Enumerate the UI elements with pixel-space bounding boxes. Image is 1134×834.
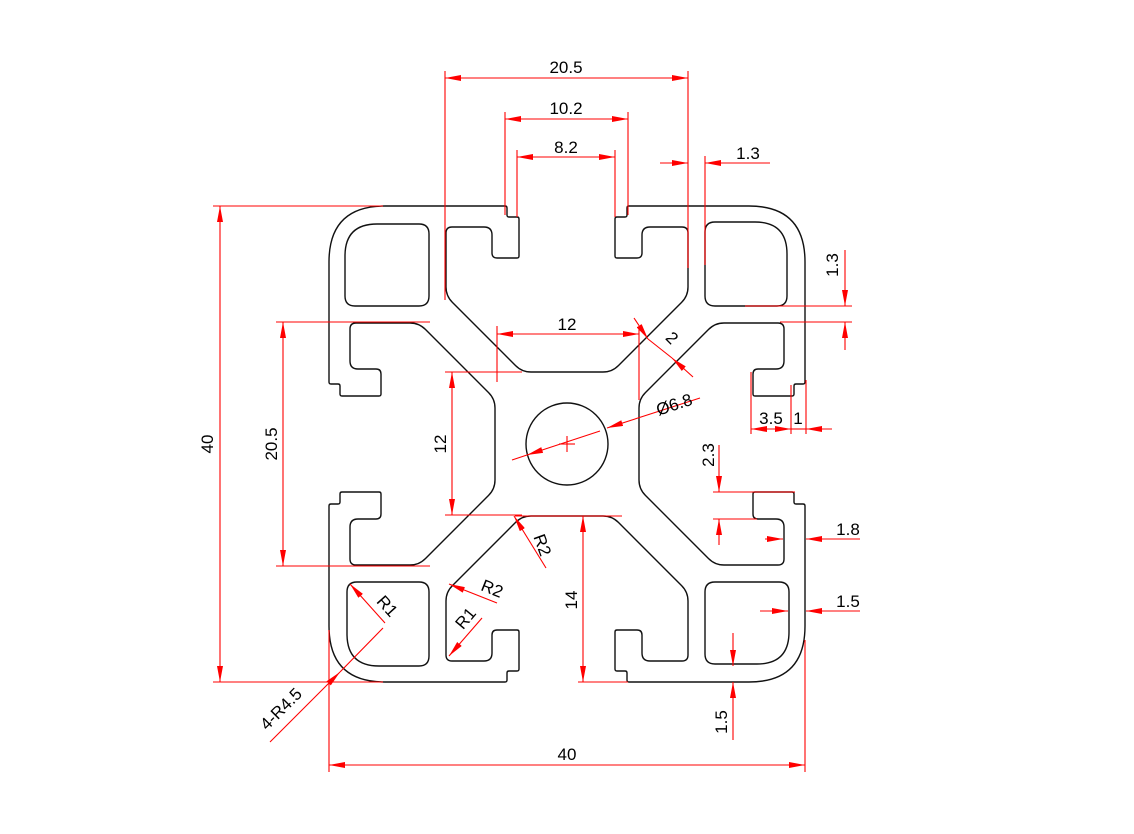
dim-left-20-5: 20.5 [262, 427, 281, 460]
dim-right-1: 1 [793, 409, 802, 428]
extension-line [647, 338, 673, 359]
dim-right-1-8: 1.8 [836, 520, 860, 539]
corner-pocket [344, 223, 430, 307]
dim-top-1-3: 1.3 [736, 144, 760, 163]
dimension-line [526, 430, 601, 456]
dim-center-12-horizontal: 12 [558, 315, 577, 334]
dim-top-20-5: 20.5 [549, 58, 582, 77]
dim-radius-r2-lower: R2 [478, 576, 505, 602]
dimension-line [448, 583, 498, 604]
dim-radius-r2-upper: R2 [530, 532, 555, 559]
dim-left-40: 40 [198, 435, 217, 454]
dimension-lines [213, 71, 860, 772]
dim-bottom-1-5: 1.5 [712, 710, 731, 734]
dim-right-1-3: 1.3 [823, 253, 842, 277]
dim-right-2-3: 2.3 [699, 443, 718, 467]
dim-corner-radius: 4-R4.5 [256, 684, 306, 734]
dim-center-12-vertical: 12 [431, 435, 450, 454]
corner-pocket [346, 581, 430, 667]
corner-pocket [704, 221, 788, 307]
dimension-line [606, 397, 701, 429]
dim-web-2: 2 [662, 328, 682, 348]
dim-bottom-40: 40 [558, 745, 577, 764]
dim-right-3-5: 3.5 [759, 409, 783, 428]
corner-pocket [704, 581, 790, 665]
center-hole [525, 402, 609, 486]
dim-depth-14: 14 [562, 591, 581, 610]
dimension-line [513, 515, 547, 569]
dim-top-8-2: 8.2 [554, 138, 578, 157]
extension-line [339, 627, 384, 673]
dim-right-1-5: 1.5 [836, 592, 860, 611]
dimension-line [633, 317, 649, 340]
dim-top-10-2: 10.2 [549, 99, 582, 118]
dimension-line [349, 583, 386, 624]
dimension-line [269, 671, 341, 743]
dim-hole-diameter: Ø6.8 [654, 390, 695, 419]
dim-radius-r1-pocket: R1 [373, 592, 402, 621]
dimension-line [671, 357, 694, 378]
dim-radius-r1-slot: R1 [452, 604, 481, 633]
dimension-labels: 20.5 10.2 8.2 1.3 40 20.5 12 12 2 Ø6.8 1… [198, 58, 860, 764]
extension-line [511, 454, 528, 461]
dimension-line [448, 617, 483, 657]
